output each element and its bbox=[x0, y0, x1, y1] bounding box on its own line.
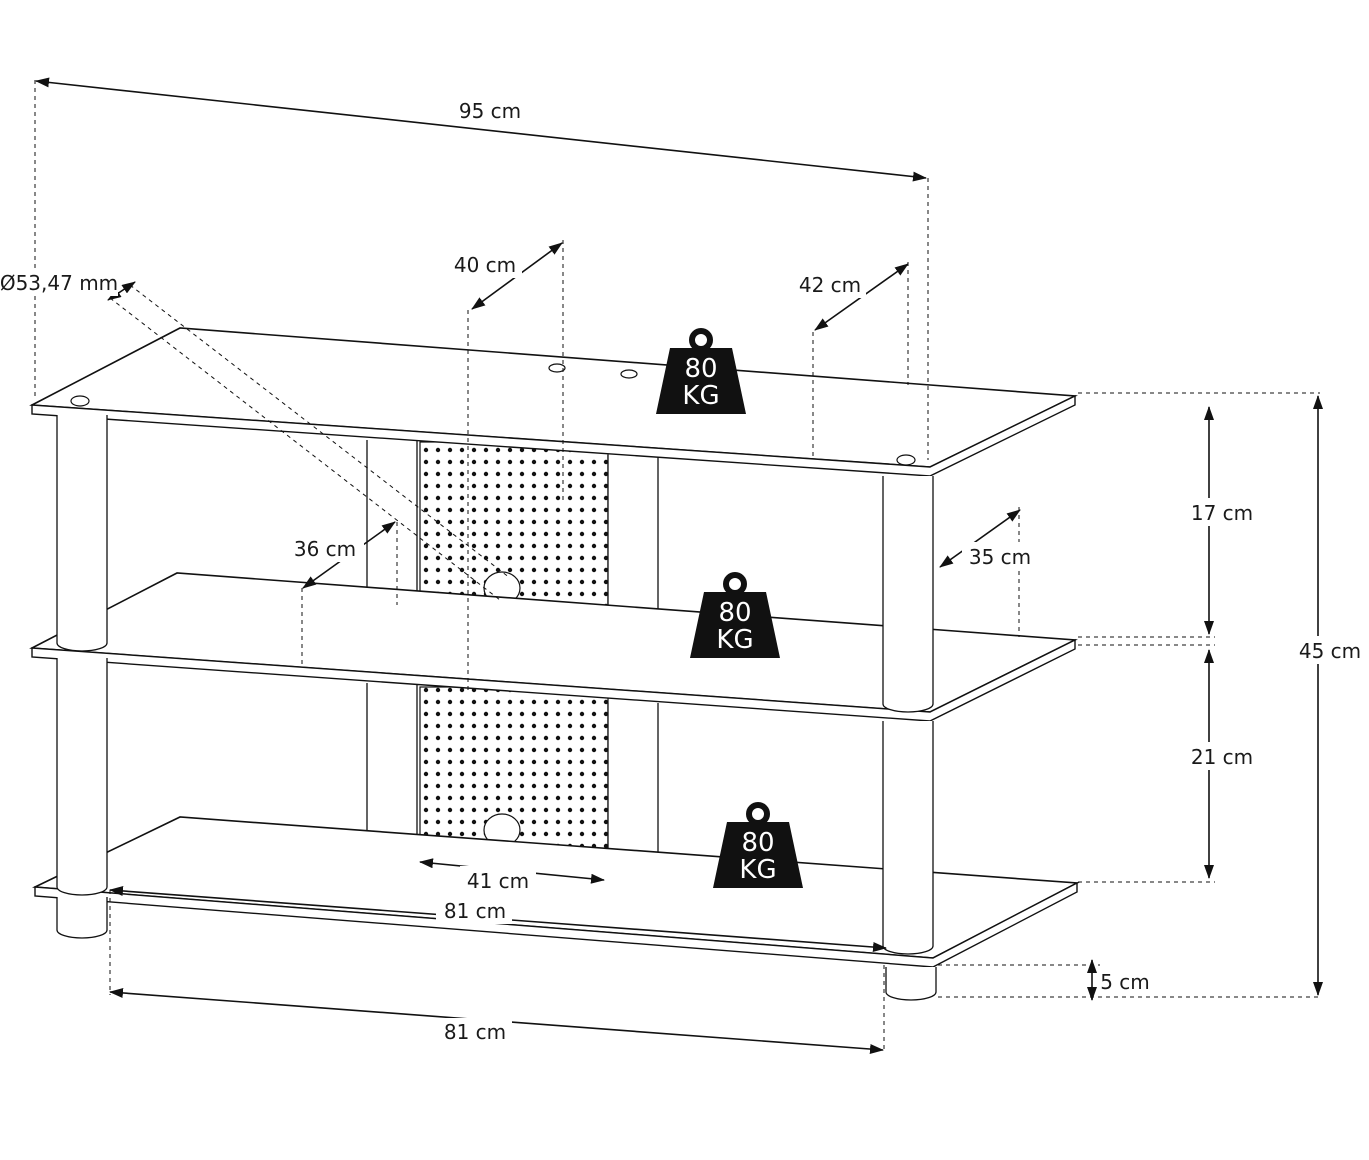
load-middle-value: 80 bbox=[718, 598, 751, 628]
top-shelf bbox=[29, 327, 1078, 477]
weight-icon: 80 KG bbox=[713, 805, 803, 888]
load-bottom-value: 80 bbox=[741, 828, 774, 858]
front-legs-upper bbox=[56, 415, 934, 713]
depth-middle-right-label: 35 cm bbox=[969, 545, 1031, 569]
foot-width-label: 81 cm bbox=[444, 1020, 506, 1044]
height-upper-label: 17 cm bbox=[1191, 501, 1253, 525]
hole-diameter-label: Ø53,47 mm bbox=[0, 271, 118, 295]
load-top-unit: KG bbox=[682, 381, 719, 411]
panel-width-label: 41 cm bbox=[467, 869, 529, 893]
depth-top-right-label: 42 cm bbox=[799, 273, 861, 297]
middle-shelf bbox=[29, 572, 1078, 722]
weight-icon: 80 KG bbox=[656, 331, 746, 414]
weight-icon: 80 KG bbox=[690, 575, 780, 658]
foot-height-label: 5 cm bbox=[1100, 970, 1150, 994]
front-legs-lower bbox=[56, 658, 934, 955]
extension-lines bbox=[34, 80, 1320, 1050]
height-total-label: 45 cm bbox=[1299, 639, 1361, 663]
load-top-value: 80 bbox=[684, 354, 717, 384]
height-lower-label: 21 cm bbox=[1191, 745, 1253, 769]
width-total-label: 95 cm bbox=[459, 99, 521, 123]
depth-middle-left-label: 36 cm bbox=[294, 537, 356, 561]
back-legs bbox=[366, 440, 659, 887]
depth-top-label: 40 cm bbox=[454, 253, 516, 277]
load-middle-unit: KG bbox=[716, 625, 753, 655]
inner-width-label: 81 cm bbox=[444, 899, 506, 923]
dimension-labels: 95 cm 40 cm 42 cm Ø53,47 mm 36 cm 35 cm … bbox=[0, 97, 1366, 1046]
load-bottom-unit: KG bbox=[739, 855, 776, 885]
